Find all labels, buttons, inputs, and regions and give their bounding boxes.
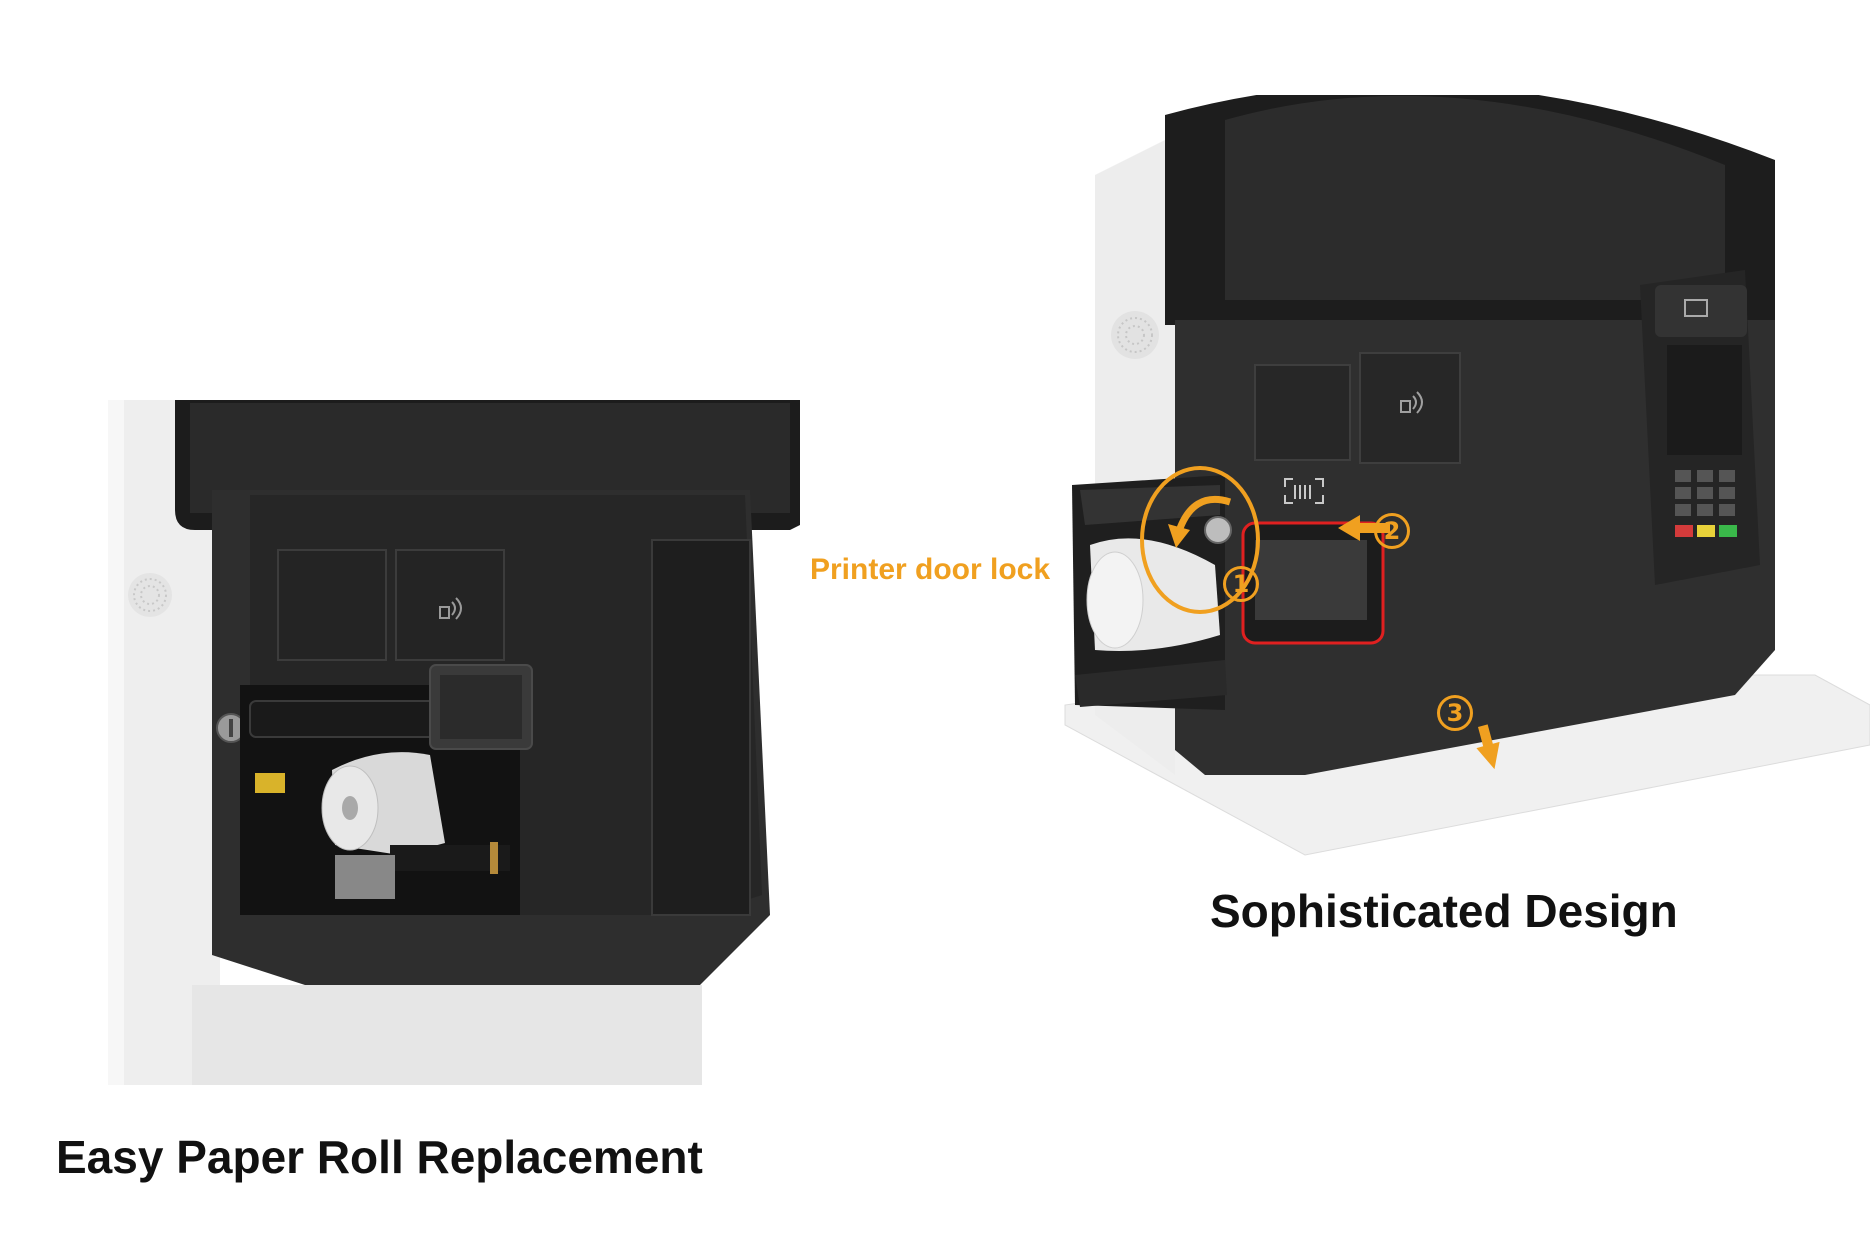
kiosk-stand [192,985,702,1085]
nfc-reader [395,549,505,661]
speaker-grille-icon [128,573,172,617]
nfc-icon [439,597,462,620]
pin-pad [1675,470,1737,537]
caption-sophisticated-design: Sophisticated Design [1210,885,1678,937]
right-side-slot-panel [651,539,751,916]
nfc-icon [1400,391,1423,414]
lock-rotate-arrow-icon [1174,495,1232,536]
down-arrow-icon [1476,724,1500,770]
step-badge-2: 2 [1374,513,1410,549]
module-blank [277,549,387,661]
speaker-grille-icon [1111,311,1159,359]
barcode-scan-icon [1284,478,1324,504]
door-lock-highlight-circle [1140,466,1260,614]
left-kiosk-illustration [108,400,800,1085]
step-badge-3: 3 [1437,695,1473,731]
left-kiosk-side-panel [108,400,220,1085]
printer-mechanism [335,855,395,899]
annotation-overlay [1140,466,1500,770]
caption-easy-paper-roll: Easy Paper Roll Replacement [56,1131,703,1183]
push-arrow-icon [1338,515,1390,541]
card-insert-icon [1655,285,1747,337]
step-badge-1: 1 [1223,566,1259,602]
door-lock-icon [216,713,246,743]
printer-door-lock-label: Printer door lock [810,553,1051,586]
module-blank [1254,364,1351,461]
door-lock-icon [1204,516,1232,544]
right-kiosk-illustration [1064,95,1870,856]
